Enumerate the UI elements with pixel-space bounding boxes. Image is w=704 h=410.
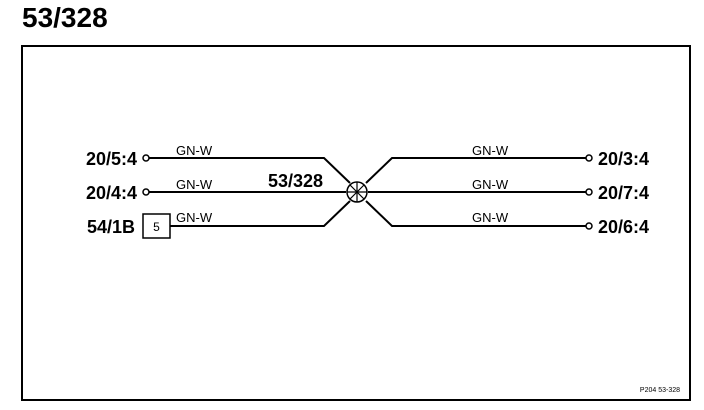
figure-code: P204 53-328	[640, 387, 680, 394]
wire-right-3	[365, 200, 586, 227]
wire-left-1	[149, 157, 351, 184]
connector-label-right-3: 20/6:4	[598, 217, 649, 237]
wire-color-right-1: GN-W	[472, 143, 509, 158]
wire-color-left-1: GN-W	[176, 143, 213, 158]
wire-right-1	[365, 157, 586, 184]
wire-left-3	[170, 200, 351, 227]
terminal-right-3	[585, 222, 593, 230]
wire-color-right-3: GN-W	[472, 210, 509, 225]
page-title: 53/328	[22, 2, 108, 33]
connector-label-left-1: 20/5:4	[86, 149, 137, 169]
terminal-right-2	[585, 188, 593, 196]
connector-label-right-2: 20/7:4	[598, 183, 649, 203]
connector-label-left-2: 20/4:4	[86, 183, 137, 203]
connector-label-right-1: 20/3:4	[598, 149, 649, 169]
pin-number: 5	[153, 220, 160, 234]
terminal-left-1	[142, 154, 150, 162]
connector-label-left-3: 54/1B	[87, 217, 135, 237]
splice-label: 53/328	[268, 171, 323, 191]
wire-color-right-2: GN-W	[472, 177, 509, 192]
wire-color-left-3: GN-W	[176, 210, 213, 225]
pin-box	[142, 213, 171, 239]
splice-symbol	[346, 181, 368, 203]
terminal-right-1	[585, 154, 593, 162]
wire-color-left-2: GN-W	[176, 177, 213, 192]
terminal-left-2	[142, 188, 150, 196]
diagram-frame	[21, 45, 691, 401]
